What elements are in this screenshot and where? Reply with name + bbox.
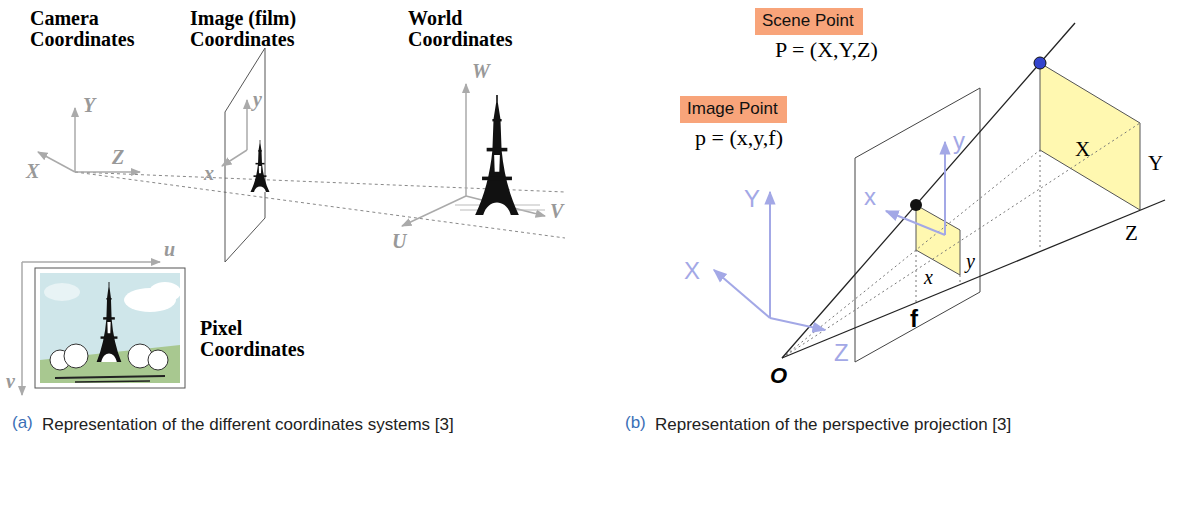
- axis-label: v: [6, 370, 15, 392]
- axis-label: X: [26, 160, 39, 182]
- drawing-part: [38, 152, 75, 172]
- axis-label: Z: [112, 146, 124, 168]
- caption-text: Representation of the different coordina…: [12, 414, 462, 437]
- drawing-part: [222, 150, 247, 166]
- axis-label: Y: [744, 186, 760, 212]
- drawing-part: [886, 211, 945, 235]
- axis-label: x: [204, 162, 214, 184]
- image-projection-rect: [916, 205, 960, 275]
- label-box: Scene Point: [755, 8, 863, 35]
- axis-label: X: [684, 258, 700, 284]
- pixel-axes: [22, 262, 160, 395]
- axis-label: y: [253, 88, 262, 110]
- scene-projection-rect: [1040, 63, 1140, 210]
- drawing-part: [402, 196, 466, 226]
- caption-text: Representation of the perspective projec…: [625, 414, 1145, 437]
- projection-rays: [782, 123, 1140, 358]
- system-heading: Camera Coordinates: [30, 8, 155, 50]
- axis-label: W: [472, 60, 490, 82]
- axis-label: V: [550, 200, 563, 222]
- scene-point-dot: [1034, 57, 1046, 69]
- tower-small: [251, 140, 270, 192]
- drawing-part: [246, 100, 248, 150]
- axis-label: Y: [83, 94, 95, 116]
- axis-label: y: [953, 128, 965, 154]
- axis-label: Z: [834, 340, 849, 366]
- drawing-part: [75, 381, 150, 382]
- system-heading: World Coordinates: [408, 8, 533, 50]
- box-label: Scene Point: [762, 11, 856, 31]
- drawing-part: [770, 318, 825, 330]
- coordinate-label: Z: [1125, 222, 1138, 245]
- drawing-part: [769, 192, 771, 318]
- drawing-part: [1040, 150, 1041, 250]
- caption-number: (b): [625, 414, 646, 433]
- drawing-part: [40, 273, 180, 383]
- system-heading: Pixel Coordinates: [200, 318, 320, 360]
- drawing-part: [782, 23, 1075, 358]
- drawing-part: [75, 171, 140, 173]
- image-point-dot: [910, 199, 922, 211]
- system-heading: Image (film) Coordinates: [190, 8, 315, 50]
- axis-label: x: [864, 184, 876, 210]
- drawing-part: [22, 261, 160, 263]
- point-label: P = (X,Y,Z): [775, 38, 878, 62]
- camera-axes-b: [714, 192, 825, 330]
- drawing-part: [55, 376, 165, 378]
- camera-axes: [38, 108, 140, 172]
- drawing-part: [960, 275, 961, 285]
- drawing-part: [97, 282, 122, 362]
- world-axes: [402, 84, 545, 226]
- box-label: Image Point: [687, 99, 780, 119]
- drawing-part: [148, 350, 168, 370]
- axis-label: u: [164, 238, 175, 260]
- drawing-part: [782, 150, 1040, 358]
- coordinate-label: Y: [1148, 152, 1163, 175]
- drawing-part: [782, 123, 1140, 358]
- coordinate-label: y: [966, 250, 975, 272]
- focal-label: f: [910, 306, 918, 332]
- image-plane: [855, 88, 980, 362]
- image-axes: [222, 100, 247, 166]
- drawing-part: [35, 268, 185, 388]
- axis-label: U: [392, 230, 406, 252]
- image-axes-b: [886, 142, 945, 235]
- coordinate-label: X: [1075, 138, 1090, 161]
- drawing-part: [782, 200, 1165, 358]
- drawing-part: [916, 250, 917, 302]
- drawing-part: [74, 108, 76, 172]
- drawing-part: [714, 270, 770, 318]
- drawing-part: [149, 282, 181, 302]
- drawing-part: [465, 84, 467, 196]
- drawing-part: [944, 142, 946, 235]
- label-box: Image Point: [680, 96, 787, 123]
- drawing-part: [21, 262, 23, 395]
- coordinate-label: x: [924, 266, 933, 288]
- main-lines: [782, 23, 1165, 358]
- drawing-part: [44, 283, 80, 301]
- caption-number: (a): [12, 414, 33, 433]
- origin-label: O: [770, 364, 787, 388]
- point-label: p = (x,y,f): [695, 126, 783, 150]
- drawing-part: [64, 344, 88, 368]
- tower-large: [475, 95, 519, 215]
- pixel-picture: [35, 268, 185, 388]
